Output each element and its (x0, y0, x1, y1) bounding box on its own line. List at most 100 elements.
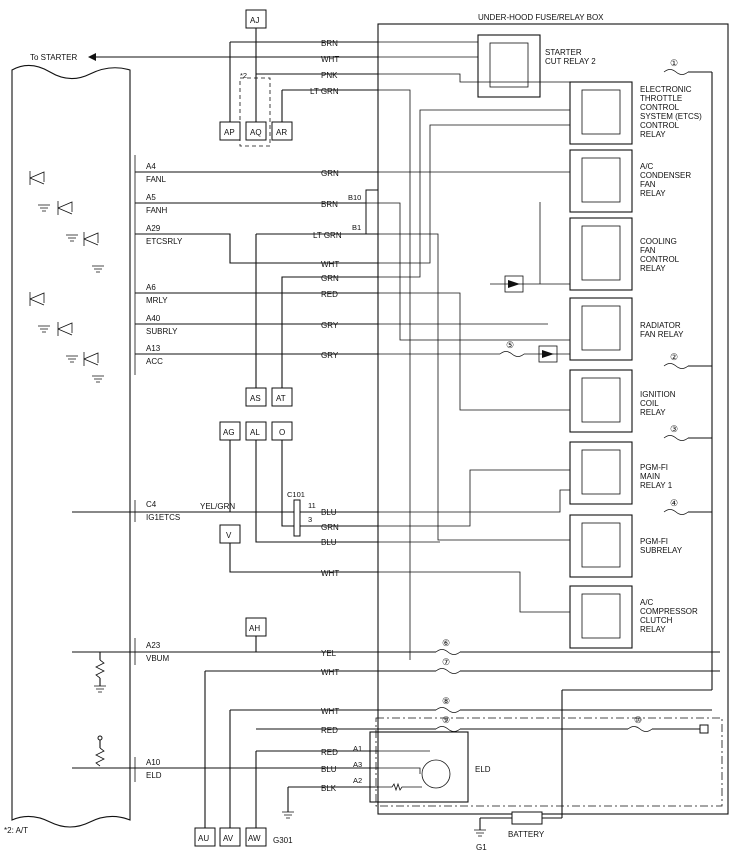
relay-radiator-fan (569, 297, 633, 361)
fuse-5-label: ⑤ (506, 340, 514, 350)
fuse-9-label: ⑨ (442, 715, 450, 725)
pin-a10: A10 (146, 758, 161, 767)
connector-ag-label: AG (223, 428, 235, 437)
pin-a4-name: FANL (146, 175, 167, 184)
connector-av (219, 827, 241, 847)
at-only-outline (239, 77, 271, 147)
pin-b1: B1 (352, 223, 361, 232)
wire-yel-a23: YEL (321, 649, 337, 658)
wire-pnk: PNK (321, 71, 338, 80)
svg-text:STARTER: STARTER (545, 48, 582, 57)
resistor-a23 (95, 659, 105, 679)
wire-grn-mid: GRN (321, 274, 339, 283)
relay-pgmfi-sub (569, 514, 633, 578)
relay-ignition-line-3: RELAY (640, 408, 666, 417)
svg-text:CUT RELAY 2: CUT RELAY 2 (545, 57, 596, 66)
fuse-3-label: ③ (670, 424, 678, 434)
pin-a13-name: ACC (146, 357, 163, 366)
fuse-6-label: ⑥ (442, 638, 450, 648)
connector-o-label: O (279, 428, 285, 437)
pin-a10-name: ELD (146, 771, 162, 780)
relay-ac-comp-line-1: A/C (640, 598, 654, 607)
relay-ignition-coil (569, 369, 633, 433)
svg-text:A/C: A/C (640, 162, 654, 171)
pin-a6-name: MRLY (146, 296, 168, 305)
relay-radiator-line-1: RADIATOR (640, 321, 681, 330)
svg-text:RADIATOR: RADIATOR (640, 321, 681, 330)
svg-text:CONTROL: CONTROL (640, 103, 680, 112)
svg-text:FAN: FAN (640, 246, 656, 255)
arrow-left-icon (88, 53, 96, 61)
connector-v-label: V (226, 531, 232, 540)
pin-a5: A5 (146, 193, 156, 202)
wire-blu-c4: BLU (321, 508, 337, 517)
wire-wht-a29: WHT (321, 260, 339, 269)
relay-starter-cut (477, 34, 541, 98)
svg-text:PGM-FI: PGM-FI (640, 463, 668, 472)
wire-wht-top: WHT (321, 55, 339, 64)
svg-text:THROTTLE: THROTTLE (640, 94, 682, 103)
pin-c4-name: IG1ETCS (146, 513, 180, 522)
relay-cooling-fan-control (569, 217, 633, 291)
relay-ac-comp-line-2: COMPRESSOR (640, 607, 698, 616)
wire-brn-top: BRN (321, 39, 338, 48)
connector-ar (271, 121, 293, 141)
relay-pgmfi-sub-line-1: PGM-FI (640, 537, 668, 546)
svg-text:CLUTCH: CLUTCH (640, 616, 673, 625)
connector-ap-label: AP (224, 128, 235, 137)
pin-b10: B10 (348, 193, 361, 202)
relay-cooling-line-4: RELAY (640, 264, 666, 273)
relay-cooling-line-3: CONTROL (640, 255, 680, 264)
wire-blk-eld: BLK (321, 784, 337, 793)
fuse-4-label: ④ (670, 498, 678, 508)
wire-wht-v: WHT (321, 569, 339, 578)
connector-au-label: AU (198, 834, 209, 843)
relay-ac-cond-line-4: RELAY (640, 189, 666, 198)
svg-text:PGM-FI: PGM-FI (640, 537, 668, 546)
connector-au (194, 827, 216, 847)
connector-ah-label: AH (249, 624, 260, 633)
wire-blu-c4b: BLU (321, 538, 337, 547)
connector-at (271, 387, 293, 407)
to-starter-label: To STARTER (30, 53, 77, 62)
svg-text:RELAY 1: RELAY 1 (640, 481, 673, 490)
wire-wht-a23: WHT (321, 668, 339, 677)
svg-text:ELECTRONIC: ELECTRONIC (640, 85, 692, 94)
fuse-1-label: ① (670, 58, 678, 68)
c101-label: C101 (287, 490, 305, 499)
relay-pgmfi-sub-line-2: SUBRELAY (640, 546, 683, 555)
svg-text:A/C: A/C (640, 598, 654, 607)
fuse-10-label: ⑩ (634, 715, 642, 725)
connector-av-label: AV (223, 834, 234, 843)
ecm-body (11, 64, 131, 828)
relay-radiator-line-2: FAN RELAY (640, 330, 684, 339)
wire-grn-c4: GRN (321, 523, 339, 532)
c101-pin-11: 11 (308, 501, 316, 510)
wire-blu-eld: BLU (321, 765, 337, 774)
relay-etcs-line-2: THROTTLE (640, 94, 682, 103)
ecm-grounds (38, 204, 104, 383)
connector-aq (245, 121, 267, 141)
wire-grn-a4: GRN (321, 169, 339, 178)
fuse-relay-box (377, 23, 729, 815)
relay-pgmfi-main (569, 441, 633, 505)
connector-aj-label: AJ (250, 16, 259, 25)
pin-a3: A3 (353, 760, 362, 769)
pin-a29: A29 (146, 224, 161, 233)
relay-ac-compressor (569, 585, 633, 649)
pin-c4: C4 (146, 500, 157, 509)
svg-text:RELAY: RELAY (640, 189, 666, 198)
wire-gry-a40: GRY (321, 321, 339, 330)
fuse-8-label: ⑧ (442, 696, 450, 706)
svg-text:CONTROL: CONTROL (640, 255, 680, 264)
relay-etcs-line-3: CONTROL (640, 103, 680, 112)
fuse-7-label: ⑦ (442, 657, 450, 667)
eld-module (369, 731, 469, 803)
relay-cooling-line-2: FAN (640, 246, 656, 255)
relay-pgmfi-main-line-3: RELAY 1 (640, 481, 673, 490)
pin-a2: A2 (353, 776, 362, 785)
connector-ar-label: AR (276, 128, 287, 137)
ground-g301: G301 (273, 836, 293, 845)
